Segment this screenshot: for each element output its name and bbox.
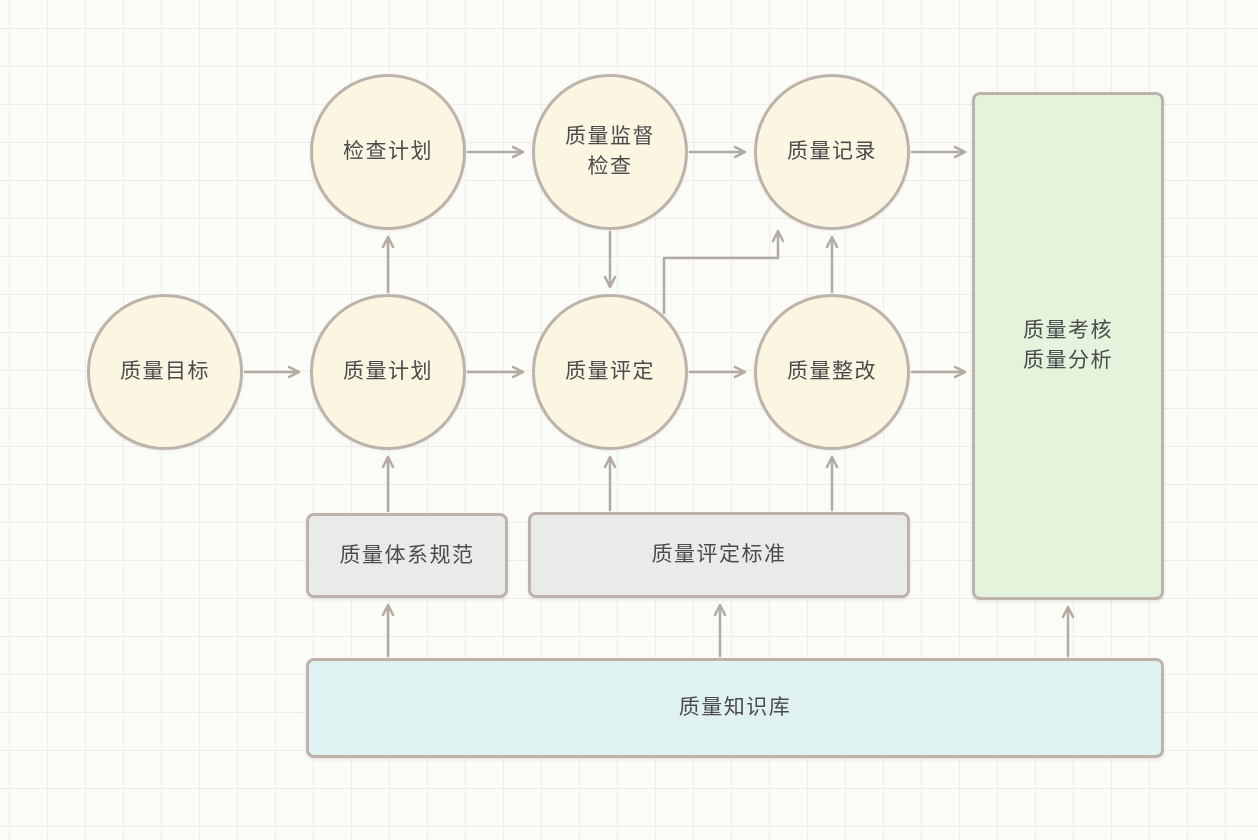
node-quality-review-analysis[interactable]: 质量考核 质量分析 (972, 92, 1164, 600)
node-quality-records[interactable]: 质量记录 (754, 74, 910, 230)
node-inspection-plan[interactable]: 检查计划 (310, 74, 466, 230)
node-label: 质量目标 (120, 360, 210, 383)
node-label-line2: 质量分析 (1023, 349, 1113, 372)
node-quality-objectives[interactable]: 质量目标 (87, 294, 243, 450)
node-label-line1: 质量考核 (1023, 319, 1113, 342)
node-quality-supervision-inspection[interactable]: 质量监督 检查 (532, 74, 688, 230)
node-label: 质量计划 (343, 360, 433, 383)
node-quality-rectification[interactable]: 质量整改 (754, 294, 910, 450)
connector-quality-assessment-quality-records[interactable] (662, 229, 785, 315)
node-label: 质量知识库 (678, 696, 792, 719)
node-label-line2: 检查 (587, 155, 633, 178)
node-quality-system-spec[interactable]: 质量体系规范 (306, 513, 508, 598)
node-label: 质量整改 (787, 360, 877, 383)
node-quality-knowledge-base[interactable]: 质量知识库 (306, 658, 1164, 758)
node-label-line1: 质量监督 (565, 125, 655, 148)
node-label: 质量评定 (565, 360, 655, 383)
node-quality-plan[interactable]: 质量计划 (310, 294, 466, 450)
node-quality-assessment-standard[interactable]: 质量评定标准 (528, 512, 910, 598)
node-label: 检查计划 (343, 140, 433, 163)
node-label: 质量评定标准 (651, 543, 787, 566)
node-label: 质量体系规范 (339, 543, 475, 567)
node-quality-assessment[interactable]: 质量评定 (532, 294, 688, 450)
node-label: 质量记录 (787, 140, 877, 163)
